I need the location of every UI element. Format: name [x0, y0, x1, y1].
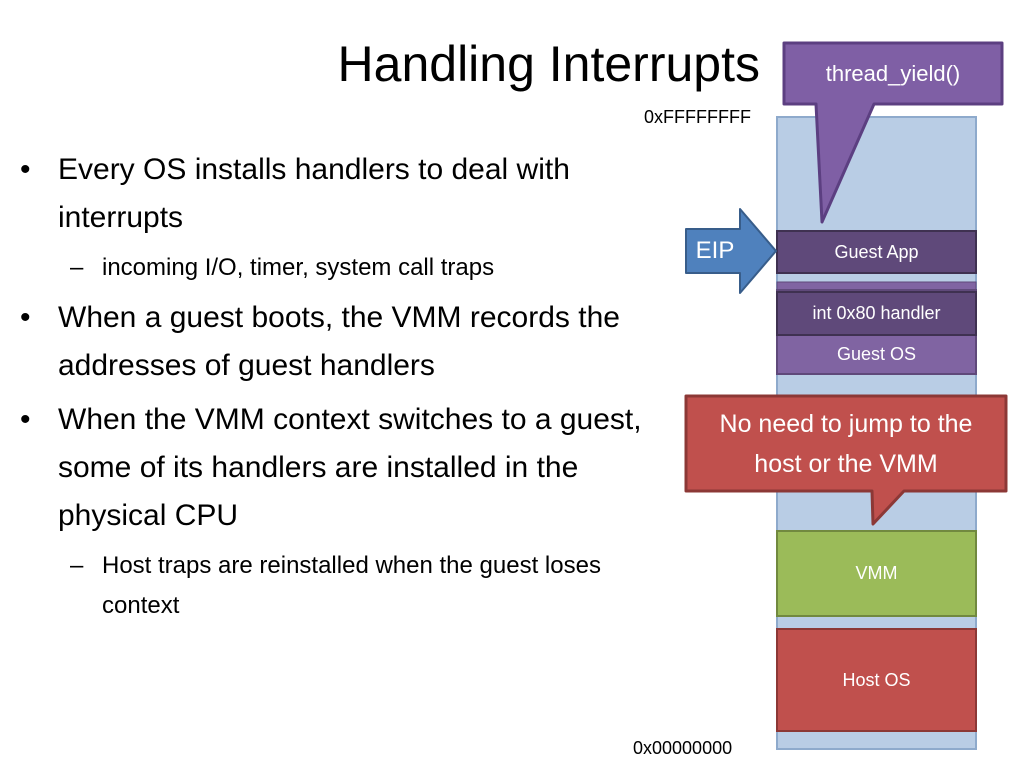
- sub-bullet-mark: –: [70, 552, 84, 579]
- guest-app-label: Guest App: [834, 241, 919, 262]
- int-handler-region: [776, 291, 977, 336]
- bullet-text: Every OS installs handlers to deal with …: [58, 153, 570, 234]
- bullet-item: • When a guest boots, the VMM records th…: [18, 294, 678, 390]
- sub-bullet-item: – Host traps are reinstalled when the gu…: [18, 546, 678, 626]
- no-jump-label: No need to jump to the host or the VMM: [719, 410, 973, 478]
- guest-app-region: [776, 230, 977, 274]
- bottom-address-label: 0x00000000: [633, 738, 733, 758]
- bullet-item: • When the VMM context switches to a gue…: [18, 396, 678, 540]
- no-jump-callout: [684, 394, 1008, 526]
- eip-label: EIP: [695, 237, 735, 264]
- bullet-mark: •: [20, 153, 31, 186]
- int-handler-label: int 0x80 handler: [812, 303, 941, 323]
- vmm-label: VMM: [855, 563, 898, 583]
- vmm-region: [776, 530, 977, 617]
- bullet-list: • Every OS installs handlers to deal wit…: [18, 146, 678, 632]
- thread-yield-callout: [782, 41, 1004, 224]
- host-os-label: Host OS: [842, 669, 911, 690]
- guest-os-label: Guest OS: [836, 343, 917, 364]
- sub-bullet-text: Host traps are reinstalled when the gues…: [102, 552, 601, 619]
- sub-bullet-item: – incoming I/O, timer, system call traps: [18, 248, 678, 288]
- bullet-mark: •: [20, 403, 31, 436]
- bullet-item: • Every OS installs handlers to deal wit…: [18, 146, 678, 242]
- host-os-region: [776, 628, 977, 732]
- thread-yield-label: thread_yield(): [825, 61, 961, 86]
- bullet-text: When the VMM context switches to a guest…: [58, 403, 642, 532]
- bullet-mark: •: [20, 301, 31, 334]
- sub-bullet-mark: –: [70, 254, 84, 281]
- top-address-label: 0xFFFFFFFF: [644, 107, 751, 127]
- sub-bullet-text: incoming I/O, timer, system call traps: [102, 254, 495, 281]
- guest-separator-band: [776, 281, 977, 291]
- bullet-text: When a guest boots, the VMM records the …: [58, 301, 620, 382]
- slide-title: Handling Interrupts: [337, 36, 760, 92]
- eip-arrow: [685, 208, 777, 294]
